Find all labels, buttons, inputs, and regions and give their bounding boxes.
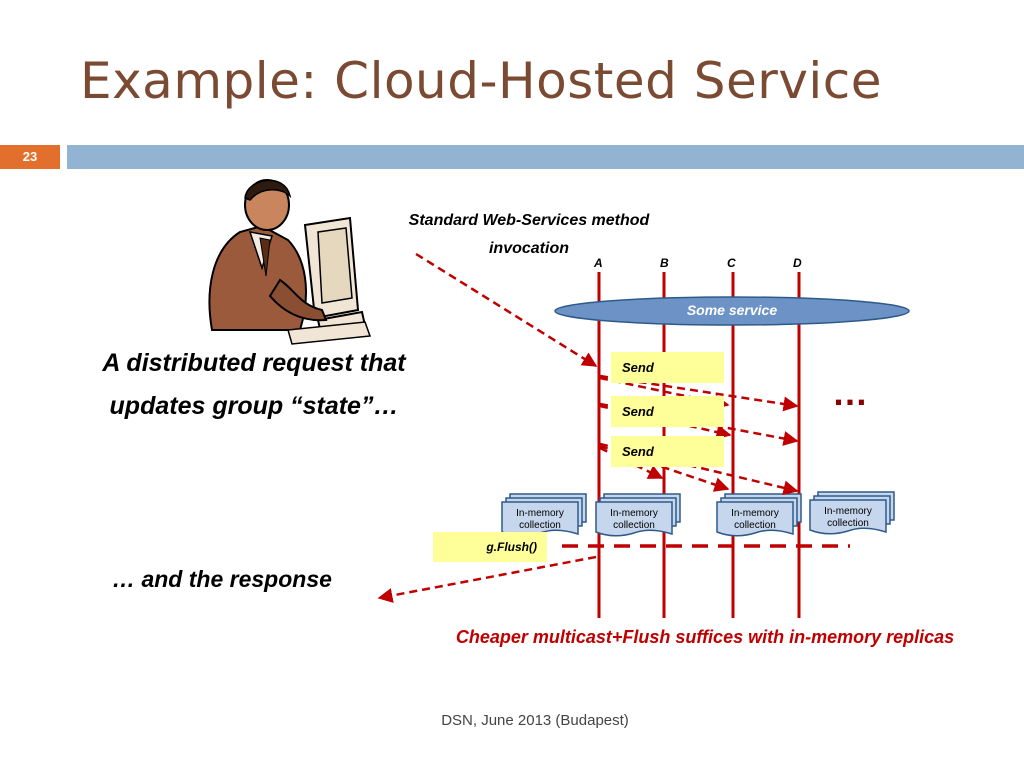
slide-title: Example: Cloud-Hosted Service: [80, 52, 883, 110]
invocation-label-line-2: invocation: [488, 240, 569, 257]
memory-label-b-line-2: collection: [613, 520, 655, 531]
invocation-label: Standard Web-Services method invocation: [386, 207, 672, 263]
memory-label-d-line-2: collection: [827, 518, 869, 529]
memory-label-c-line-1: In-memory: [731, 508, 779, 519]
request-line-2: updates group “state”…: [109, 392, 399, 420]
service-ellipse: [554, 296, 910, 326]
memory-stack-d: [809, 491, 895, 535]
send-box-1: Send: [611, 352, 724, 383]
send-box-2: Send: [611, 396, 724, 427]
invocation-label-line-1: Standard Web-Services method: [408, 212, 650, 229]
invocation-arrow: [415, 252, 598, 368]
memory-label-b-line-1: In-memory: [610, 508, 658, 519]
process-label-c: C: [727, 256, 736, 270]
send-box-3: Send: [611, 436, 724, 467]
memory-label-d-line-1: In-memory: [824, 506, 872, 517]
request-line-1: A distributed request that: [102, 349, 406, 377]
memory-label-c-line-2: collection: [734, 520, 776, 531]
memory-label-b: In-memory collection: [598, 508, 670, 532]
request-description: A distributed request that updates group…: [82, 342, 426, 428]
process-label-a: A: [594, 256, 603, 270]
send-arrows: [599, 374, 799, 496]
ellipsis-more: …: [832, 372, 870, 413]
person-at-computer-icon: [208, 179, 372, 345]
title-divider-bar: [67, 145, 1024, 169]
slide-number: 23: [0, 145, 60, 169]
memory-label-c: In-memory collection: [719, 508, 791, 532]
memory-stack-a: [501, 493, 587, 537]
response-description: … and the response: [112, 566, 332, 592]
memory-stack-c: [716, 493, 802, 537]
diagram-caption: Cheaper multicast+Flush suffices with in…: [455, 627, 955, 647]
process-label-b: B: [660, 256, 669, 270]
flush-box: g.Flush(): [433, 532, 547, 562]
memory-label-a: In-memory collection: [504, 508, 576, 532]
slide-footer: DSN, June 2013 (Budapest): [441, 712, 629, 729]
memory-label-a-line-2: collection: [519, 520, 561, 531]
memory-label-a-line-1: In-memory: [516, 508, 564, 519]
response-arrow: [377, 555, 597, 603]
memory-stack-b: [595, 493, 681, 537]
process-label-d: D: [793, 256, 802, 270]
service-label: Some service: [686, 302, 778, 318]
memory-label-d: In-memory collection: [812, 506, 884, 530]
